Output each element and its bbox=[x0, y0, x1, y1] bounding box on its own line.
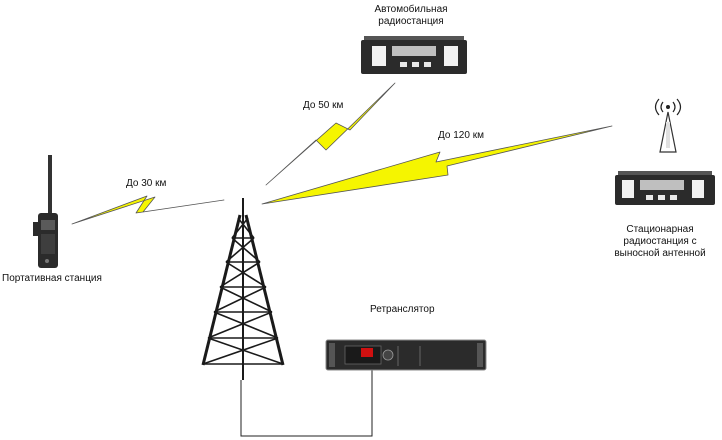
tower-icon bbox=[201, 198, 285, 380]
mobile-radio-icon bbox=[361, 36, 467, 74]
mobile-label: Автомобильная радиостанция bbox=[374, 4, 447, 28]
stationary-label-line-2: радиостанция с bbox=[623, 236, 697, 247]
cable-line bbox=[240, 370, 373, 437]
lightning-bolt-stationary bbox=[261, 125, 613, 205]
stationary-label: Стационарная радиостанция с выносной ант… bbox=[614, 224, 705, 260]
stationary-label-line-1: Стационарная bbox=[626, 224, 694, 235]
stationary-label-line-3: выносной антенной bbox=[614, 248, 706, 259]
stationary-antenna-icon bbox=[654, 98, 682, 153]
portable-label: Портативная станция bbox=[2, 273, 102, 284]
lightning-bolt-mobile bbox=[265, 82, 396, 186]
mobile-range-label: До 50 км bbox=[303, 100, 344, 111]
repeater-icon bbox=[325, 339, 487, 371]
lightning-bolt-portable bbox=[71, 195, 225, 225]
stationary-radio-icon bbox=[615, 171, 715, 205]
portable-radio-icon bbox=[33, 155, 58, 268]
portable-range-label: До 30 км bbox=[126, 178, 167, 189]
mobile-label-line-1: Автомобильная bbox=[374, 4, 448, 15]
stationary-range-label: До 120 км bbox=[438, 130, 484, 141]
repeater-label: Ретранслятор bbox=[370, 304, 435, 315]
mobile-label-line-2: радиостанция bbox=[378, 16, 444, 27]
